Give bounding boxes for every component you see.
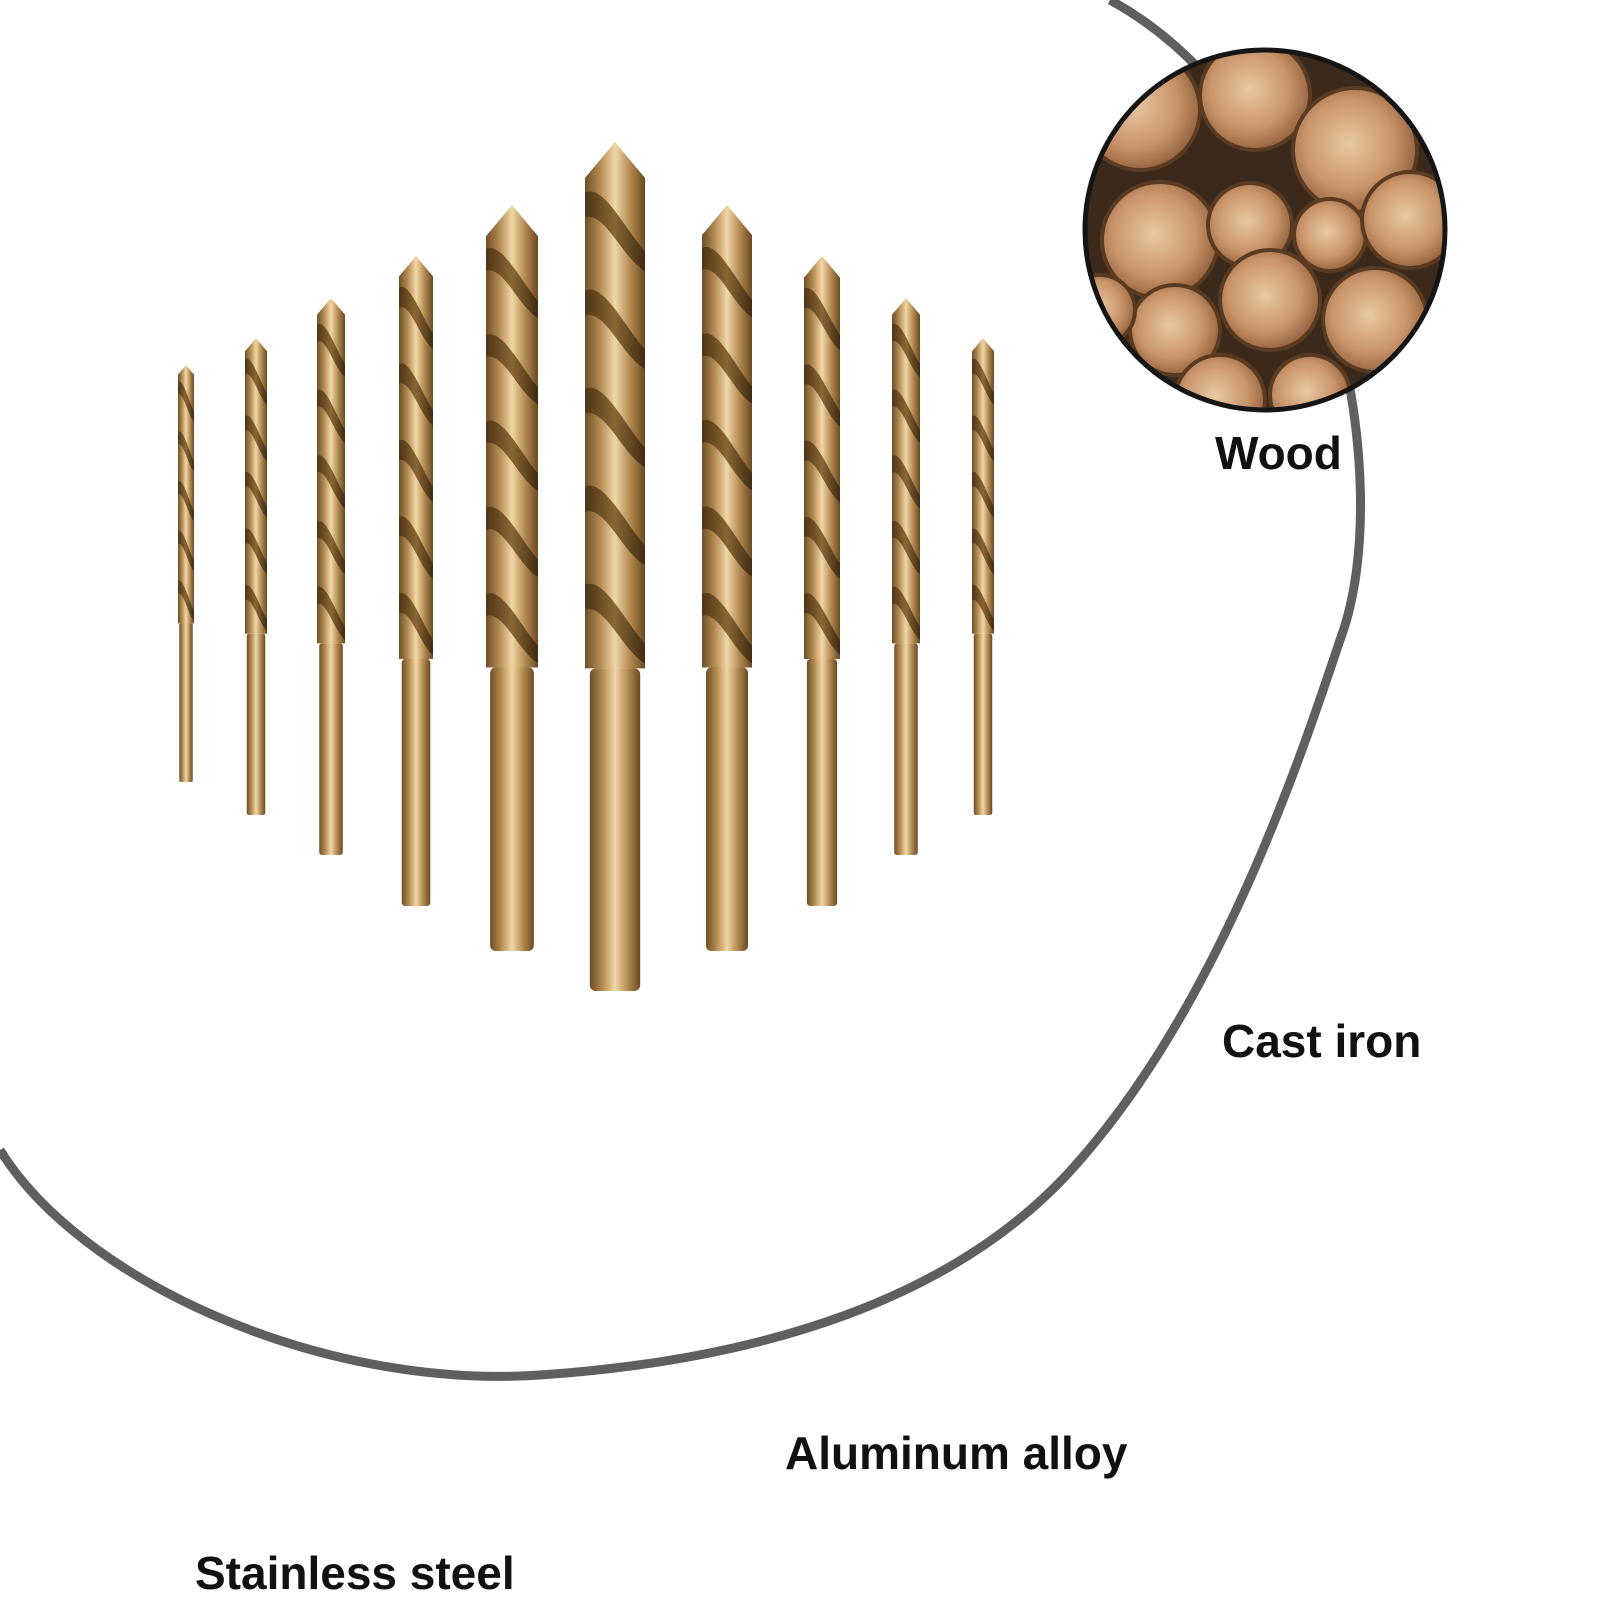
material-label-wood: Wood bbox=[1215, 427, 1342, 479]
material-label-stainless-steel: Stainless steel bbox=[195, 1547, 515, 1599]
drill-bit bbox=[702, 205, 752, 951]
drill-bit bbox=[804, 256, 840, 906]
material-label-aluminum-alloy: Aluminum alloy bbox=[785, 1427, 1128, 1479]
drill-bit bbox=[972, 338, 994, 815]
drill-bit bbox=[178, 365, 194, 782]
drill-bit bbox=[317, 298, 345, 855]
drill-bit bbox=[399, 256, 433, 906]
wood-logs-icon bbox=[1082, 47, 1448, 413]
drill-bit bbox=[585, 142, 645, 991]
drill-bit bbox=[245, 338, 267, 815]
drill-bit bbox=[892, 298, 920, 855]
drill-bit bbox=[486, 205, 538, 951]
material-label-cast-iron: Cast iron bbox=[1222, 1015, 1422, 1067]
drill-bit-set bbox=[178, 142, 994, 991]
